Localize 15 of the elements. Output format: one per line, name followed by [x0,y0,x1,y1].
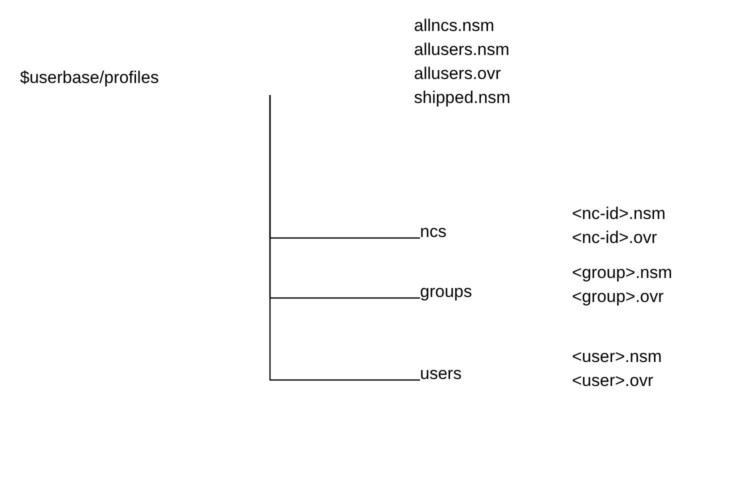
tree-connector [269,95,420,381]
root-folder-name: $userbase/profiles [20,68,159,88]
folder-name: ncs [420,222,446,242]
file-name: <user>.ovr [572,370,654,392]
file-name: <nc-id>.nsm [572,203,666,225]
file-name: allusers.nsm [414,39,510,61]
file-name: allusers.ovr [414,63,502,85]
folder-name: groups [420,282,472,302]
folder-name: users [420,364,462,384]
file-name: shipped.nsm [414,87,510,109]
file-name: allncs.nsm [414,15,496,37]
file-name: <nc-id>.ovr [572,227,658,249]
file-name: <group>.ovr [572,286,665,308]
file-name: <user>.nsm [572,346,662,368]
file-name: <group>.nsm [572,262,672,284]
